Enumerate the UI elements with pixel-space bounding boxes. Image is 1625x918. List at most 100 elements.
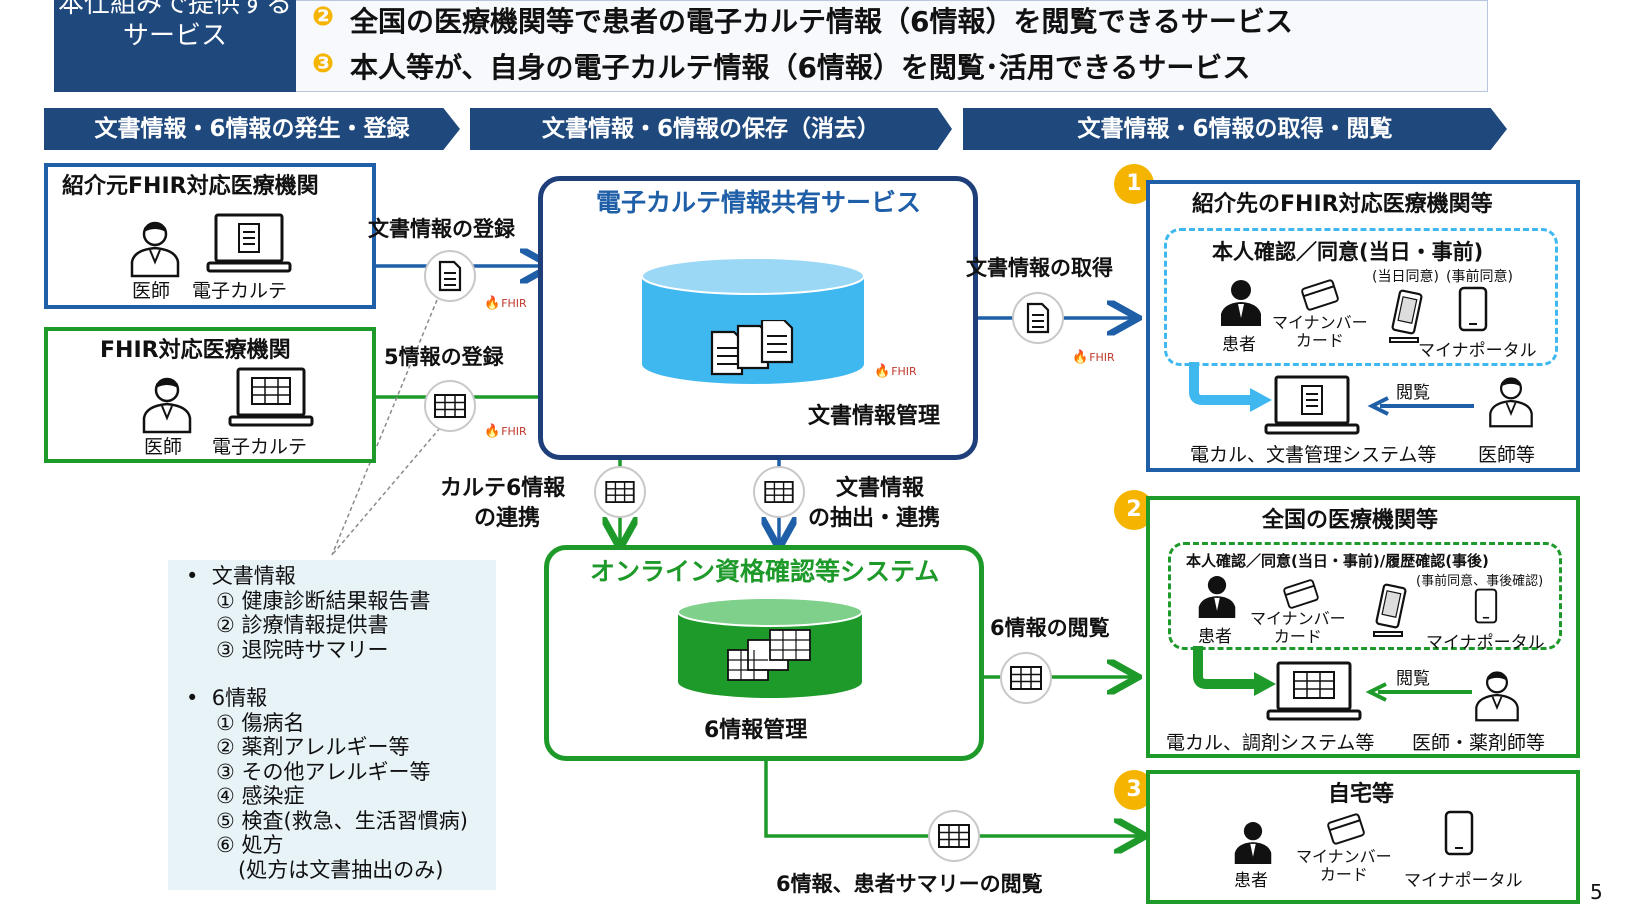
consent-title-2: 本人確認／同意(当日・事前)/履歴確認(事後) — [1186, 552, 1489, 570]
my-number-card-label: マイナンバー カード — [1272, 313, 1368, 350]
laptop-table-icon — [228, 367, 314, 427]
referral-source-hospital-box — [44, 163, 376, 309]
info-notes-panel: • 文書情報 ① 健康診断結果報告書 ② 診療情報提供書 ③ 退院時サマリー •… — [168, 560, 496, 890]
notes-six-6: ⑥ 処方 — [216, 833, 284, 857]
table-icon — [938, 824, 970, 848]
table-circle — [753, 466, 805, 518]
karte6-link-label-1: カルテ6情報 — [440, 476, 566, 501]
fhir-hospital-box — [44, 327, 376, 463]
fhir-hospital-title: FHIR対応医療機関 — [100, 338, 291, 363]
patient-label-2: 患者 — [1198, 627, 1232, 647]
table-icon — [605, 481, 635, 503]
notes-six-1: ① 傷病名 — [216, 710, 305, 735]
karte6-link-label-2: の連携 — [474, 506, 541, 531]
six-management-label: 6情報管理 — [704, 718, 808, 743]
referral-source-title: 紹介元FHIR対応医療機関 — [62, 174, 319, 199]
six-view-label: 6情報の閲覧 — [990, 616, 1110, 640]
laptop-document-icon — [206, 213, 292, 273]
notes-doc-2: ② 診療情報提供書 — [216, 613, 389, 637]
doctor-icon — [1489, 377, 1533, 428]
consent-to-system-arrow — [1189, 362, 1272, 412]
notes-bullet-six: • 6情報 — [186, 686, 268, 710]
referral-dest-title: 紹介先のFHIR対応医療機関等 — [1192, 192, 1493, 217]
consent-dashed-box — [1164, 228, 1558, 366]
smartphone-icon — [1474, 588, 1498, 624]
documents-stack-icon — [710, 320, 794, 376]
doc-get-label: 文書情報の取得 — [966, 256, 1113, 280]
notes-six-3: ③ その他アレルギー等 — [216, 759, 431, 784]
prior-consent-label: (事前同意) — [1446, 269, 1513, 285]
five-register-label: 5情報の登録 — [384, 345, 504, 369]
notes-six-5: ⑤ 検査(救急、生活習慣病) — [216, 808, 468, 833]
system-label-2: 電カル、調剤システム等 — [1166, 732, 1375, 754]
fhir-logo: FHIR — [484, 424, 527, 439]
fhir-logo: FHIR — [1072, 350, 1115, 365]
service-item-3-badge: ❸ — [312, 49, 335, 79]
nationwide-hospitals-title: 全国の医療機関等 — [1262, 508, 1439, 533]
doctor-label-1: 医師等 — [1478, 444, 1536, 466]
doc-extract-label-2: の抽出・連携 — [808, 506, 941, 531]
header-register: 文書情報・6情報の発生・登録 — [44, 108, 460, 150]
myna-portal-label: マイナポータル — [1418, 341, 1537, 361]
patient-label-3: 患者 — [1234, 871, 1268, 891]
service-banner-label: 本仕組みで提供する サービス — [57, 0, 292, 51]
ehr-share-service-title: 電子カルテ情報共有サービス — [596, 188, 922, 217]
fhir-hospital-emr-label: 電子カルテ — [212, 436, 308, 458]
callout-line-1 — [331, 299, 438, 556]
laptop-document-icon — [1264, 375, 1360, 435]
doc-extract-label-1: 文書情報 — [836, 476, 925, 501]
doctor-icon — [130, 221, 180, 278]
doctor-icon — [142, 377, 192, 434]
card-reader-icon — [1389, 289, 1423, 343]
service-item-3: 本人等が、自身の電子カルテ情報（6情報）を閲覧･活用できるサービス — [350, 51, 1251, 84]
card-reader-icon — [1373, 583, 1407, 637]
consent-title: 本人確認／同意(当日・事前) — [1212, 240, 1484, 264]
fhir-logo: FHIR — [484, 296, 527, 311]
fhir-hospital-doctor-label: 医師 — [144, 436, 183, 458]
consent-to-system-arrow-2 — [1193, 646, 1276, 696]
patient-icon — [1234, 822, 1272, 864]
home-title: 自宅等 — [1328, 782, 1395, 807]
table-icon — [434, 394, 466, 418]
table-icon — [764, 481, 794, 503]
view-label-2: 閲覧 — [1396, 669, 1430, 689]
doctor-icon — [1475, 671, 1519, 722]
system-label-1: 電カル、文書管理システム等 — [1190, 444, 1437, 466]
header-view: 文書情報・6情報の取得・閲覧 — [963, 108, 1507, 150]
notes-doc-1: ① 健康診断結果報告書 — [216, 588, 431, 613]
online-qualification-box — [544, 545, 984, 761]
notes-six-6-note: (処方は文書抽出のみ) — [238, 857, 444, 882]
notes-six-2: ② 薬剤アレルギー等 — [216, 735, 410, 759]
notes-bullet-doc: • 文書情報 — [186, 564, 296, 588]
notes-doc-3: ③ 退院時サマリー — [216, 637, 389, 662]
consent-note-2: (事前同意、事後確認) — [1416, 574, 1544, 589]
notes-six-4: ④ 感染症 — [216, 784, 305, 808]
doc-management-label: 文書情報管理 — [808, 404, 941, 429]
arrow-six-summary — [764, 760, 1142, 836]
service-item-2-badge: ❷ — [312, 2, 335, 32]
document-icon — [438, 260, 462, 292]
referral-source-emr-label: 電子カルテ — [192, 280, 288, 302]
online-qualification-title: オンライン資格確認等システム — [590, 557, 940, 586]
my-number-card-icon — [1283, 579, 1319, 609]
myna-portal-label-2: マイナポータル — [1426, 633, 1545, 653]
pharmacist-label: 医師・薬剤師等 — [1412, 732, 1546, 754]
header-store: 文書情報・6情報の保存（消去） — [470, 108, 952, 150]
smartphone-icon — [1444, 810, 1474, 856]
view-label-1: 閲覧 — [1396, 383, 1430, 403]
tables-stack-icon — [727, 629, 811, 681]
consent-dashed-box-2 — [1168, 542, 1562, 650]
my-number-card-label-3: マイナンバー カード — [1296, 847, 1392, 884]
doc-register-label: 文書情報の登録 — [368, 217, 515, 241]
view-arrow — [1365, 682, 1472, 702]
table-icon — [1010, 666, 1042, 690]
myna-portal-label-3: マイナポータル — [1404, 871, 1523, 891]
page-number: 5 — [1590, 880, 1603, 904]
document-circle — [1012, 292, 1064, 344]
table-circle — [1000, 652, 1052, 704]
service-banner-label-box — [54, 0, 296, 92]
my-number-card-icon — [1327, 813, 1365, 845]
view-arrow — [1367, 396, 1474, 416]
smartphone-icon — [1458, 286, 1488, 332]
same-day-consent-label: (当日同意) — [1372, 269, 1439, 285]
